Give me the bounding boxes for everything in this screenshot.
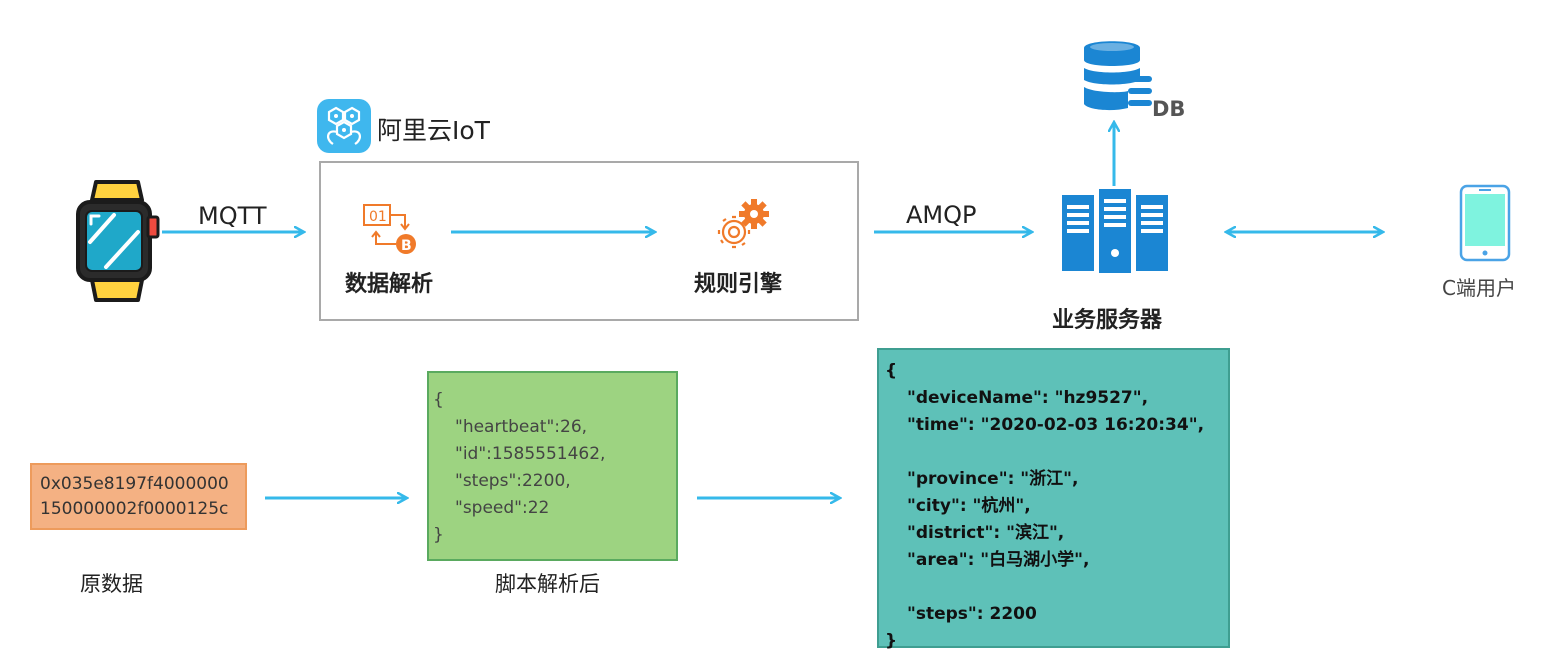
- json-line: "heartbeat":26,: [455, 417, 588, 437]
- svg-text:B: B: [401, 238, 412, 254]
- data-parse-label: 数据解析: [345, 272, 434, 297]
- json-brace: {: [885, 361, 898, 381]
- db-label: DB: [1152, 97, 1186, 121]
- c-end-user-label: C端用户: [1442, 276, 1516, 300]
- raw-data-box: 0x035e8197f4000000 150000002f0000125c: [30, 463, 247, 530]
- json-line: "time": "2020-02-03 16:20:34",: [907, 415, 1205, 435]
- business-server-label: 业务服务器: [1052, 308, 1163, 333]
- json-brace: }: [885, 631, 898, 651]
- amqp-label: AMQP: [906, 201, 977, 229]
- json-line: "speed":22: [455, 498, 550, 518]
- mobile-phone-icon: [1459, 184, 1511, 262]
- raw-data-line: 150000002f0000125c: [40, 499, 229, 519]
- json-line: "id":1585551462,: [455, 444, 606, 464]
- json-line: [885, 574, 1228, 601]
- json-line: "deviceName": "hz9527",: [907, 388, 1149, 408]
- raw-data-line: 0x035e8197f4000000: [40, 474, 229, 494]
- parsed-data-caption: 脚本解析后: [495, 572, 600, 596]
- raw-data-caption: 原数据: [80, 572, 143, 596]
- mqtt-label: MQTT: [198, 202, 267, 230]
- json-line: "city": "杭州",: [907, 496, 1031, 516]
- json-line: "area": "白马湖小学",: [907, 550, 1090, 570]
- json-brace: {: [433, 390, 444, 410]
- database-icon: [1084, 41, 1152, 111]
- aliyun-iot-logo-icon: [317, 99, 371, 153]
- iot-platform-box: [319, 161, 859, 321]
- json-line: "district": "滨江",: [907, 523, 1065, 543]
- rule-engine-gear-icon: [717, 199, 769, 249]
- json-line: "province": "浙江",: [907, 469, 1079, 489]
- parsed-data-box: { "heartbeat":26, "id":1585551462, "step…: [427, 371, 678, 561]
- json-brace: }: [433, 525, 444, 545]
- aliyun-iot-title: 阿里云IoT: [377, 116, 490, 145]
- message-json-box: { "deviceName": "hz9527", "time": "2020-…: [877, 348, 1230, 651]
- json-line: [885, 439, 1228, 466]
- json-line: "steps":2200,: [455, 471, 571, 491]
- business-server-icon: [1062, 189, 1168, 273]
- data-parse-icon: 01 B: [363, 204, 416, 254]
- connector-layer: [162, 0, 1550, 633]
- svg-text:01: 01: [369, 209, 387, 225]
- json-line: "steps": 2200: [907, 604, 1037, 624]
- smartwatch-icon: [76, 180, 160, 302]
- rule-engine-label: 规则引擎: [694, 272, 783, 297]
